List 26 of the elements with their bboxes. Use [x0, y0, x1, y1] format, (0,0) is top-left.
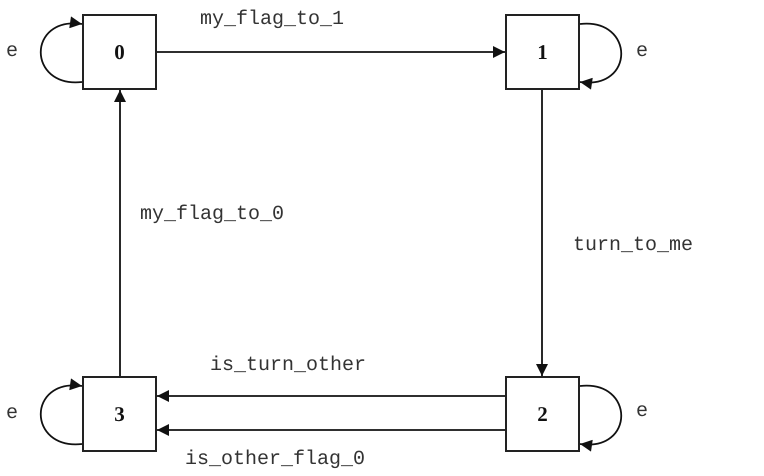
edge-label: is_other_flag_0: [185, 450, 366, 470]
edge-label: e: [6, 404, 18, 424]
arrow: [157, 424, 505, 436]
arrow: [114, 90, 126, 376]
arrow: [157, 46, 505, 58]
state-box: [82, 376, 157, 452]
edge-label: e: [636, 42, 648, 62]
state-number: 0: [114, 40, 125, 64]
self-loop-arrow: [580, 385, 622, 450]
edge-label: e: [636, 402, 648, 422]
edge-label: is_turn_other: [210, 356, 366, 376]
self-loop-arrow: [40, 380, 82, 445]
state-number: 3: [114, 402, 125, 426]
edge-label: turn_to_me: [573, 236, 694, 256]
state-box: [505, 376, 580, 452]
state-number: 2: [537, 402, 548, 426]
self-loop-arrow: [580, 23, 622, 88]
self-loop-arrow: [40, 18, 82, 83]
arrow: [536, 90, 548, 376]
edge-label: my_flag_to_0: [140, 205, 284, 225]
edge-label: e: [6, 42, 18, 62]
arrow: [157, 390, 505, 402]
edge-label: my_flag_to_1: [200, 10, 344, 30]
state-number: 1: [537, 40, 548, 64]
state-box: [82, 14, 157, 90]
state-box: [505, 14, 580, 90]
